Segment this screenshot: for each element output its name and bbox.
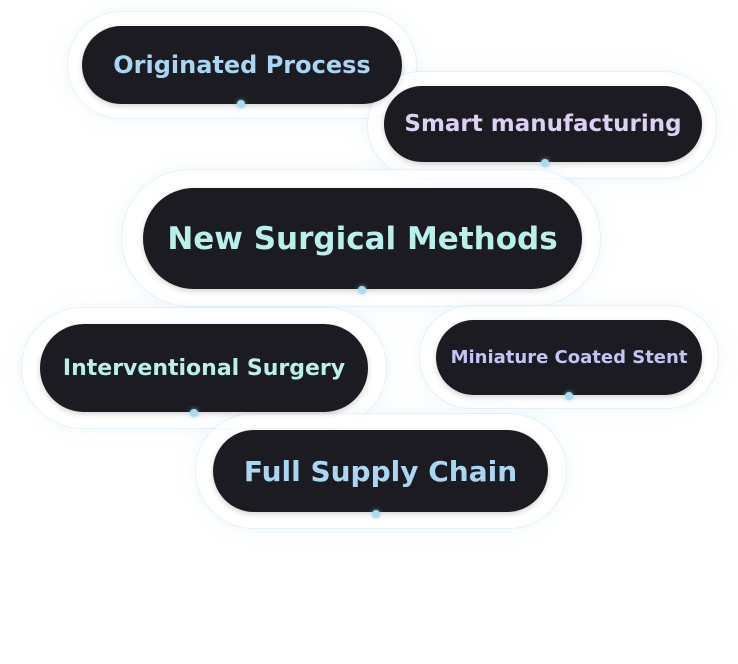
pill-label: Interventional Surgery (62, 355, 346, 381)
connector-dot (358, 286, 366, 294)
pill-label: Miniature Coated Stent (450, 347, 688, 368)
connector-dot (541, 159, 549, 167)
pill-originated-process: Originated Process (82, 26, 402, 104)
pill-label: Smart manufacturing (404, 111, 682, 137)
connector-dot (190, 409, 198, 417)
pill-new-surgical-methods: New Surgical Methods (143, 188, 582, 289)
connector-dot (372, 510, 380, 518)
connector-dot (237, 100, 245, 108)
pill-full-supply-chain: Full Supply Chain (213, 430, 548, 512)
pill-smart-manufacturing: Smart manufacturing (384, 86, 702, 162)
pill-interventional-surgery: Interventional Surgery (40, 324, 368, 412)
connector-dot (565, 392, 573, 400)
pill-label: New Surgical Methods (167, 220, 558, 257)
pill-miniature-coated-stent: Miniature Coated Stent (436, 320, 702, 395)
pill-label: Originated Process (113, 51, 371, 79)
pill-label: Full Supply Chain (243, 454, 518, 488)
